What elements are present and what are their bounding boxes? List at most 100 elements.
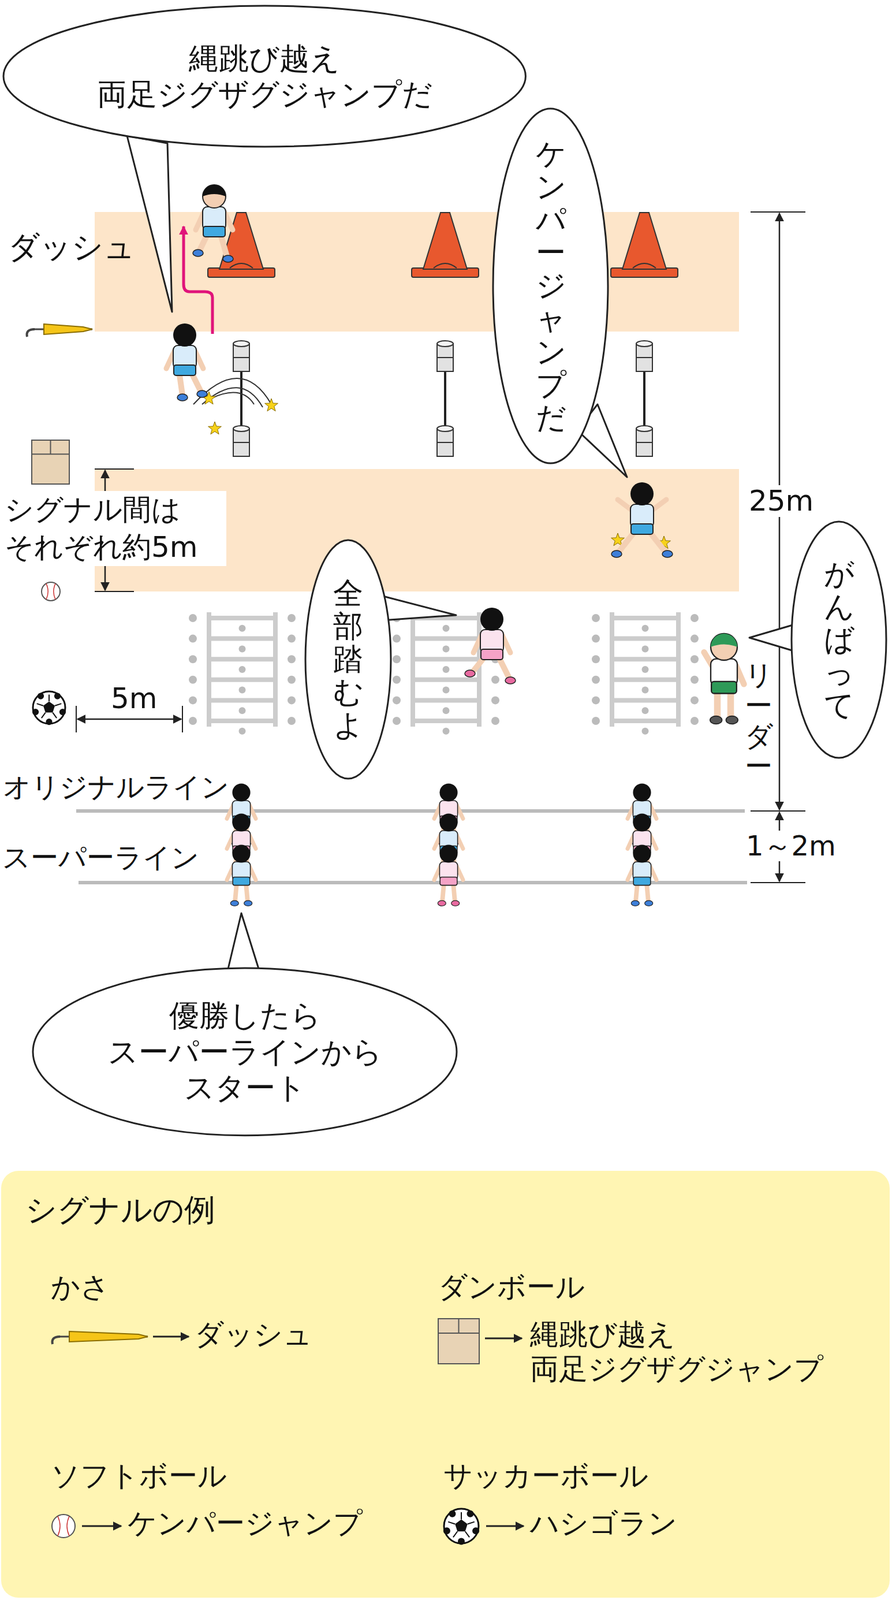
ball-edge-patch (472, 1526, 480, 1534)
rope (443, 366, 447, 434)
head (439, 782, 458, 801)
shorts (232, 876, 250, 886)
pole-cylinder (636, 428, 653, 457)
pole-cylinder (636, 343, 653, 372)
ladder-dot (690, 654, 699, 663)
signal-name: ソフトボール (50, 1457, 421, 1493)
ball-edge-patch (448, 1509, 456, 1517)
ladder-dot (287, 675, 296, 684)
ladder-rung (611, 697, 679, 703)
ladder-dot (690, 613, 699, 622)
bubble-shape (32, 967, 457, 1136)
ball-edge-patch (45, 718, 52, 725)
ladder-dot (642, 706, 649, 714)
umbrella-canopy (43, 323, 93, 335)
signal-action: ハシゴラン (530, 1505, 888, 1540)
dimension-tick (94, 468, 134, 470)
ladder-dot (442, 727, 450, 735)
child-figure (611, 482, 673, 558)
ladder (188, 611, 296, 735)
child-figure (704, 633, 745, 724)
dimension-label: 25m (746, 484, 816, 517)
head (202, 184, 226, 208)
ball (51, 1513, 76, 1537)
zone-label: ダッシュ (8, 229, 136, 264)
cone-shade (632, 263, 656, 268)
box-body (438, 1318, 480, 1364)
bubble-text: がんばって (823, 557, 854, 723)
ladder-rung (208, 656, 276, 662)
ball-edge-patch (457, 1536, 465, 1544)
ladder-dot (188, 654, 197, 663)
pole-cylinder (233, 428, 250, 457)
ladder-dot (690, 675, 699, 684)
ladder-rung (208, 636, 276, 641)
ladder-dot (239, 727, 246, 735)
child-figure (627, 844, 657, 906)
signal-action: ダッシュ (194, 1316, 421, 1351)
ladder-dot (287, 654, 296, 663)
pole-band (233, 356, 250, 358)
legend-arrow (152, 1335, 189, 1338)
pole-top (636, 425, 653, 432)
shorts (173, 364, 196, 376)
ladder-dot (442, 624, 450, 632)
bubble-tail (127, 135, 173, 312)
ball-seam (41, 712, 46, 719)
dash-band (94, 211, 740, 332)
ladder-dot (642, 624, 649, 632)
pole-band (437, 356, 454, 358)
box-seam (50, 439, 52, 454)
head (232, 844, 250, 862)
bubble-shape (3, 5, 526, 147)
shorts (480, 648, 503, 660)
pole-band (437, 441, 454, 443)
ladder-dot (188, 634, 197, 643)
legend-arrow (81, 1524, 122, 1527)
person-label: リーダー (744, 659, 773, 782)
head (632, 844, 651, 862)
head (630, 482, 654, 506)
ball-patch (454, 1518, 468, 1532)
box-seam (458, 1318, 460, 1333)
ladder-dot (591, 613, 600, 622)
ball-seam (36, 703, 44, 706)
child-figure (192, 184, 234, 263)
ladder-dot (591, 654, 600, 663)
shoe (222, 255, 234, 263)
ladder-rail (676, 611, 681, 727)
soccer-ball-icon (32, 691, 66, 725)
shoe (177, 393, 188, 401)
ladder-dot (442, 644, 450, 652)
landing-star (265, 398, 279, 412)
dimension-label: 5m (110, 682, 158, 715)
shoe (644, 900, 653, 906)
ladder-rung (611, 636, 679, 641)
bubble-shape (305, 539, 391, 779)
dimension-tick (750, 881, 806, 883)
hair (202, 184, 226, 197)
box-body (31, 439, 70, 484)
shorts (711, 681, 737, 694)
dimension-tick (94, 590, 134, 592)
cone (411, 212, 479, 278)
head (232, 812, 250, 831)
ladder-dot (239, 706, 246, 714)
ladder-dot (239, 686, 246, 694)
ball-seam (66, 1515, 70, 1536)
pole-top (233, 340, 250, 347)
dimension-label: 1～2m (743, 830, 839, 861)
child-figure (226, 844, 256, 906)
shorts (631, 523, 653, 535)
signal-item: ダンボール縄跳び越え 両足ジグザグジャンプ (438, 1269, 883, 1386)
ladder-dot (239, 644, 246, 652)
bubble-text: 優勝したら スーパーラインから スタート (100, 997, 390, 1106)
ladder-rung (208, 718, 276, 723)
shoe (631, 900, 640, 906)
ball-edge-patch (32, 708, 39, 715)
shoe (244, 900, 253, 906)
hair (710, 633, 738, 647)
dimension-tick (181, 705, 184, 733)
ball-seam (46, 583, 48, 599)
